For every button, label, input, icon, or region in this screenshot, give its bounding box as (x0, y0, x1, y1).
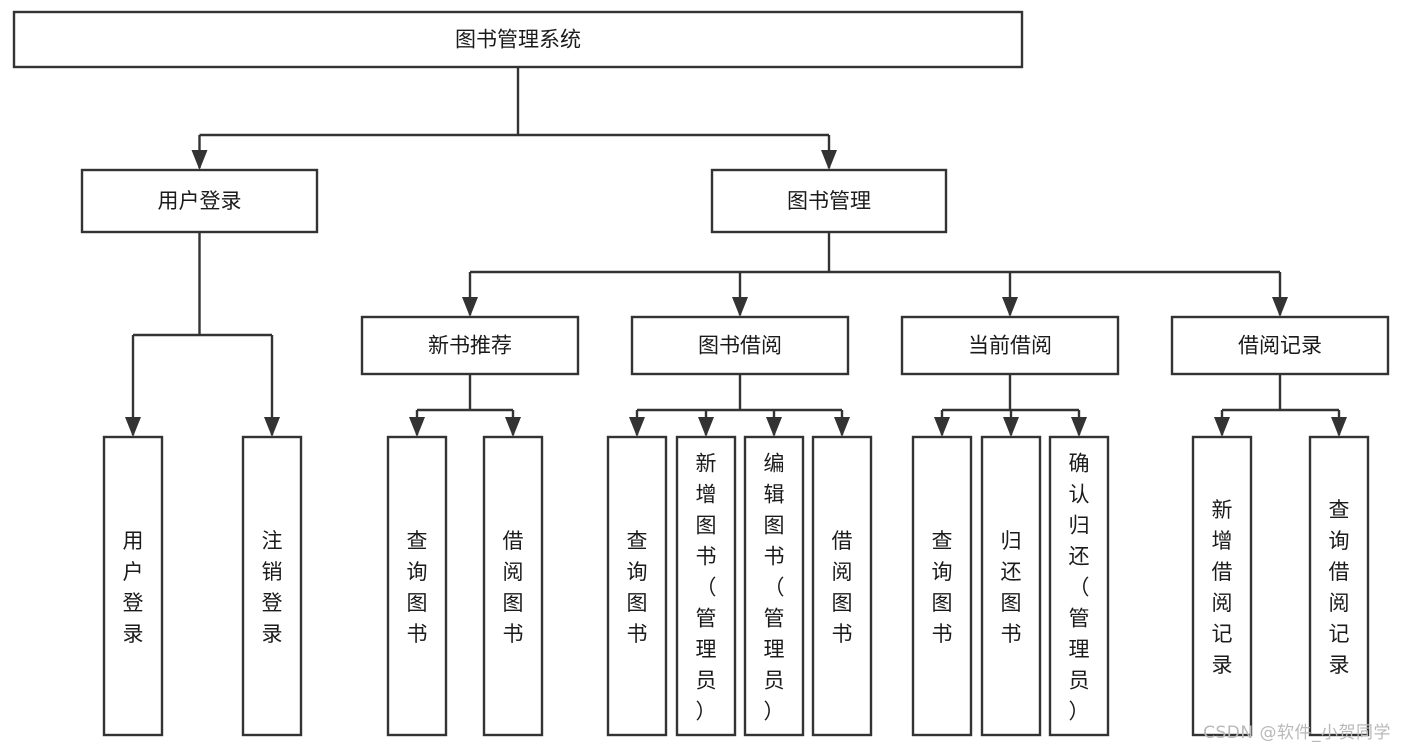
arrow-head-icon-new-book-recommend (462, 297, 478, 317)
arrow-head-icon-record-add (1214, 417, 1230, 437)
arrow-head-icon-user-logout-leaf (264, 417, 280, 437)
node-book-borrow[interactable]: 图书借阅 (630, 315, 850, 376)
arrow-head-icon-borrow-query-book (629, 417, 645, 437)
node-borrow-record[interactable]: 借阅记录 (1170, 315, 1390, 376)
node-borrow-borrow-book[interactable]: 借阅图书 (811, 435, 873, 737)
node-borrow-edit-book[interactable]: 编辑图书（管理员） (743, 435, 805, 737)
node-label-user-login-leaf: 用户登录 (123, 529, 144, 646)
arrow-head-icon-user-login (191, 150, 208, 170)
node-label-borrow-add-book: 新增图书（管理员） (696, 452, 717, 724)
node-label-record-query: 查询借阅记录 (1329, 498, 1350, 677)
node-label-root: 图书管理系统 (455, 28, 581, 52)
node-box-current-return-book (980, 435, 1042, 737)
arrow-head-icon-current-confirm-return (1071, 417, 1087, 437)
node-label-borrow-query-book: 查询图书 (627, 529, 648, 646)
arrow-head-icon-borrow-add-book (698, 417, 714, 437)
arrow-head-icon-book-borrow (732, 297, 748, 317)
node-label-user-login: 用户登录 (158, 189, 242, 213)
arrow-head-icon-recommend-query-book (409, 417, 425, 437)
node-box-current-confirm-return (1048, 435, 1110, 737)
node-current-query-book[interactable]: 查询图书 (911, 435, 973, 737)
node-user-login[interactable]: 用户登录 (80, 168, 319, 234)
node-label-borrow-borrow-book: 借阅图书 (832, 529, 853, 646)
node-box-current-borrow (900, 315, 1120, 376)
node-box-book-borrow (630, 315, 850, 376)
arrow-head-icon-borrow-borrow-book (834, 417, 850, 437)
arrow-head-icon-book-manage (821, 150, 837, 170)
node-book-manage[interactable]: 图书管理 (710, 168, 948, 234)
node-box-recommend-borrow-book (482, 435, 544, 737)
node-box-recommend-query-book (386, 435, 448, 737)
node-box-borrow-edit-book (743, 435, 805, 737)
node-box-root (12, 10, 1024, 69)
node-box-current-query-book (911, 435, 973, 737)
node-box-user-login-leaf (102, 435, 164, 737)
node-current-borrow[interactable]: 当前借阅 (900, 315, 1120, 376)
node-new-book-recommend[interactable]: 新书推荐 (360, 315, 580, 376)
arrow-head-icon-current-return-book (1003, 417, 1019, 437)
csdn-watermark: CSDN @软件_小贺同学 (1203, 723, 1391, 743)
node-current-return-book[interactable]: 归还图书 (980, 435, 1042, 737)
node-recommend-query-book[interactable]: 查询图书 (386, 435, 448, 737)
node-label-borrow-record: 借阅记录 (1238, 334, 1322, 358)
node-box-borrow-add-book (675, 435, 737, 737)
node-recommend-borrow-book[interactable]: 借阅图书 (482, 435, 544, 737)
node-label-new-book-recommend: 新书推荐 (428, 334, 512, 358)
node-label-borrow-edit-book: 编辑图书（管理员） (764, 452, 785, 724)
arrow-head-icon-recommend-borrow-book (505, 417, 521, 437)
node-box-borrow-borrow-book (811, 435, 873, 737)
node-box-borrow-record (1170, 315, 1390, 376)
node-box-user-login (80, 168, 319, 234)
node-label-current-query-book: 查询图书 (932, 529, 953, 646)
node-label-current-return-book: 归还图书 (1001, 529, 1022, 646)
connector-layer (125, 67, 1347, 437)
arrow-head-icon-record-query (1331, 417, 1347, 437)
node-label-recommend-borrow-book: 借阅图书 (503, 529, 524, 646)
node-box-user-logout-leaf (241, 435, 303, 737)
node-box-book-manage (710, 168, 948, 234)
node-borrow-add-book[interactable]: 新增图书（管理员） (675, 435, 737, 737)
arrow-head-icon-current-query-book (934, 417, 950, 437)
node-record-query[interactable]: 查询借阅记录 (1308, 435, 1370, 737)
arrow-head-icon-borrow-record (1272, 297, 1288, 317)
node-borrow-query-book[interactable]: 查询图书 (606, 435, 668, 737)
node-record-add[interactable]: 新增借阅记录 (1191, 435, 1253, 737)
node-label-record-add: 新增借阅记录 (1212, 498, 1233, 677)
arrow-head-icon-user-login-leaf (125, 417, 141, 437)
node-current-confirm-return[interactable]: 确认归还（管理员） (1048, 435, 1110, 737)
node-label-book-borrow: 图书借阅 (698, 334, 782, 358)
node-user-login-leaf[interactable]: 用户登录 (102, 435, 164, 737)
node-label-current-borrow: 当前借阅 (968, 334, 1052, 358)
node-label-book-manage: 图书管理 (787, 189, 871, 213)
node-layer: 图书管理系统用户登录图书管理用户登录注销登录新书推荐图书借阅当前借阅借阅记录查询… (12, 10, 1390, 737)
node-box-record-query (1308, 435, 1370, 737)
node-label-recommend-query-book: 查询图书 (407, 529, 428, 646)
node-label-user-logout-leaf: 注销登录 (262, 529, 283, 646)
node-box-new-book-recommend (360, 315, 580, 376)
node-box-borrow-query-book (606, 435, 668, 737)
node-label-current-confirm-return: 确认归还（管理员） (1069, 452, 1090, 724)
arrow-head-icon-borrow-edit-book (766, 417, 782, 437)
arrow-head-icon-current-borrow (1002, 297, 1018, 317)
node-user-logout-leaf[interactable]: 注销登录 (241, 435, 303, 737)
node-box-record-add (1191, 435, 1253, 737)
node-root[interactable]: 图书管理系统 (12, 10, 1024, 69)
